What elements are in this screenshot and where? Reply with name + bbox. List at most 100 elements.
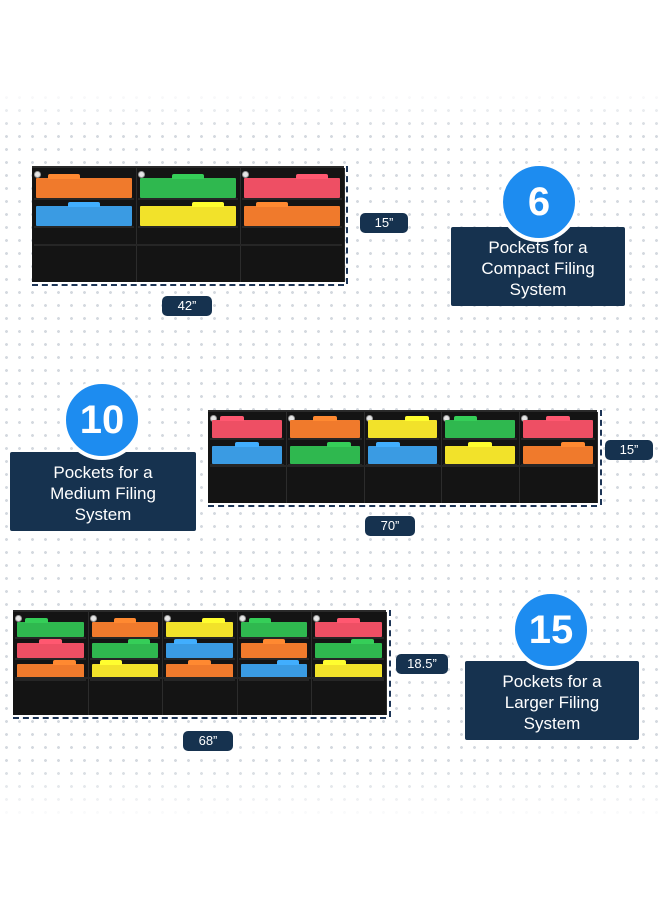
- medium-line-3: System: [74, 505, 132, 524]
- pocket-edge: [164, 637, 235, 639]
- pocket-edge: [34, 226, 134, 228]
- pocket-edge: [164, 679, 235, 681]
- medium-width-label: 70”: [365, 516, 415, 536]
- medium-line-2: Medium Filing: [50, 484, 156, 503]
- pocket-edge: [287, 438, 362, 440]
- pocket-edge: [238, 658, 310, 660]
- medium-width-dimension-line: [208, 505, 597, 507]
- bottom-pocket-edge: [15, 677, 384, 679]
- pocket-column: [237, 612, 313, 715]
- pocket-column: [441, 412, 521, 503]
- file-folder: [91, 664, 159, 679]
- grommet: [138, 171, 145, 178]
- pocket-edge: [210, 438, 284, 440]
- pocket-column: [162, 612, 238, 715]
- compact-pocket-count-badge: 6: [499, 162, 579, 242]
- file-folder: [367, 420, 438, 438]
- medium-line-1: Pockets for a: [53, 463, 153, 482]
- pocket-edge: [242, 226, 342, 228]
- file-folder: [315, 664, 382, 679]
- pocket-edge: [164, 658, 235, 660]
- larger-width-dimension-line: [13, 717, 386, 719]
- bottom-pocket-edge: [34, 244, 342, 246]
- pocket-edge: [34, 198, 134, 200]
- medium-height-label: 15”: [605, 440, 653, 460]
- file-folder: [17, 622, 84, 637]
- larger-line-3: System: [523, 714, 581, 733]
- pocket-edge: [89, 658, 161, 660]
- background-fade-bottom: [0, 764, 660, 904]
- file-folder: [36, 178, 132, 198]
- pocket-column: [88, 612, 164, 715]
- grommet: [89, 615, 97, 622]
- file-folder: [240, 622, 308, 637]
- larger-organizer-image: [13, 610, 387, 715]
- grommet: [34, 171, 41, 178]
- file-folder: [367, 446, 438, 464]
- file-folder: [445, 420, 516, 438]
- larger-width-label: 68”: [183, 731, 233, 751]
- pocket-edge: [313, 679, 384, 681]
- grommet: [242, 171, 249, 178]
- pocket-edge: [138, 226, 238, 228]
- file-folder: [91, 622, 159, 637]
- medium-pocket-count-badge: 10: [62, 380, 142, 460]
- compact-width-label: 42”: [162, 296, 212, 316]
- larger-pocket-count-badge: 15: [511, 590, 591, 670]
- larger-height-dimension-line: [389, 610, 391, 717]
- file-folder: [166, 664, 233, 679]
- compact-height-label: 15”: [360, 213, 408, 233]
- file-folder: [166, 622, 233, 637]
- grommet: [238, 615, 246, 622]
- file-folder: [244, 178, 340, 198]
- bottom-pocket-edge: [210, 465, 595, 467]
- file-folder: [523, 446, 593, 464]
- file-folder: [240, 643, 308, 658]
- pocket-edge: [365, 438, 440, 440]
- pocket-edge: [238, 637, 310, 639]
- pocket-column: [136, 168, 241, 282]
- pocket-edge: [242, 198, 342, 200]
- file-folder: [212, 446, 282, 464]
- compact-line-3: System: [509, 280, 567, 299]
- file-folder: [36, 206, 132, 226]
- compact-height-dimension-line: [346, 166, 348, 284]
- file-folder: [445, 446, 516, 464]
- pocket-edge: [313, 637, 384, 639]
- background-fade-top: [0, 0, 660, 130]
- pocket-column: [208, 412, 287, 503]
- file-folder: [289, 446, 360, 464]
- file-folder: [212, 420, 282, 438]
- medium-height-dimension-line: [600, 410, 602, 505]
- pocket-edge: [443, 438, 518, 440]
- file-folder: [166, 643, 233, 658]
- file-folder: [315, 622, 382, 637]
- compact-width-dimension-line: [32, 284, 344, 286]
- pocket-column: [364, 412, 443, 503]
- pocket-column: [13, 612, 89, 715]
- pocket-edge: [138, 198, 238, 200]
- larger-height-label: 18.5”: [396, 654, 448, 674]
- file-folder: [17, 643, 84, 658]
- pocket-column: [240, 168, 345, 282]
- file-folder: [315, 643, 382, 658]
- medium-organizer-image: [208, 410, 598, 503]
- compact-line-2: Compact Filing: [481, 259, 595, 278]
- medium-info-box: Pockets for a Medium Filing System: [10, 452, 196, 531]
- larger-info-box: Pockets for a Larger Filing System: [465, 661, 639, 740]
- grommet: [15, 615, 22, 622]
- pocket-column: [311, 612, 387, 715]
- pocket-edge: [15, 679, 86, 681]
- file-folder: [244, 206, 340, 226]
- pocket-column: [32, 168, 137, 282]
- pocket-edge: [15, 637, 86, 639]
- file-folder: [17, 664, 84, 679]
- file-folder: [289, 420, 360, 438]
- pocket-edge: [238, 679, 310, 681]
- pocket-edge: [89, 679, 161, 681]
- larger-line-2: Larger Filing: [504, 693, 600, 712]
- file-folder: [523, 420, 593, 438]
- pocket-edge: [89, 637, 161, 639]
- pocket-column: [519, 412, 598, 503]
- pocket-edge: [521, 438, 595, 440]
